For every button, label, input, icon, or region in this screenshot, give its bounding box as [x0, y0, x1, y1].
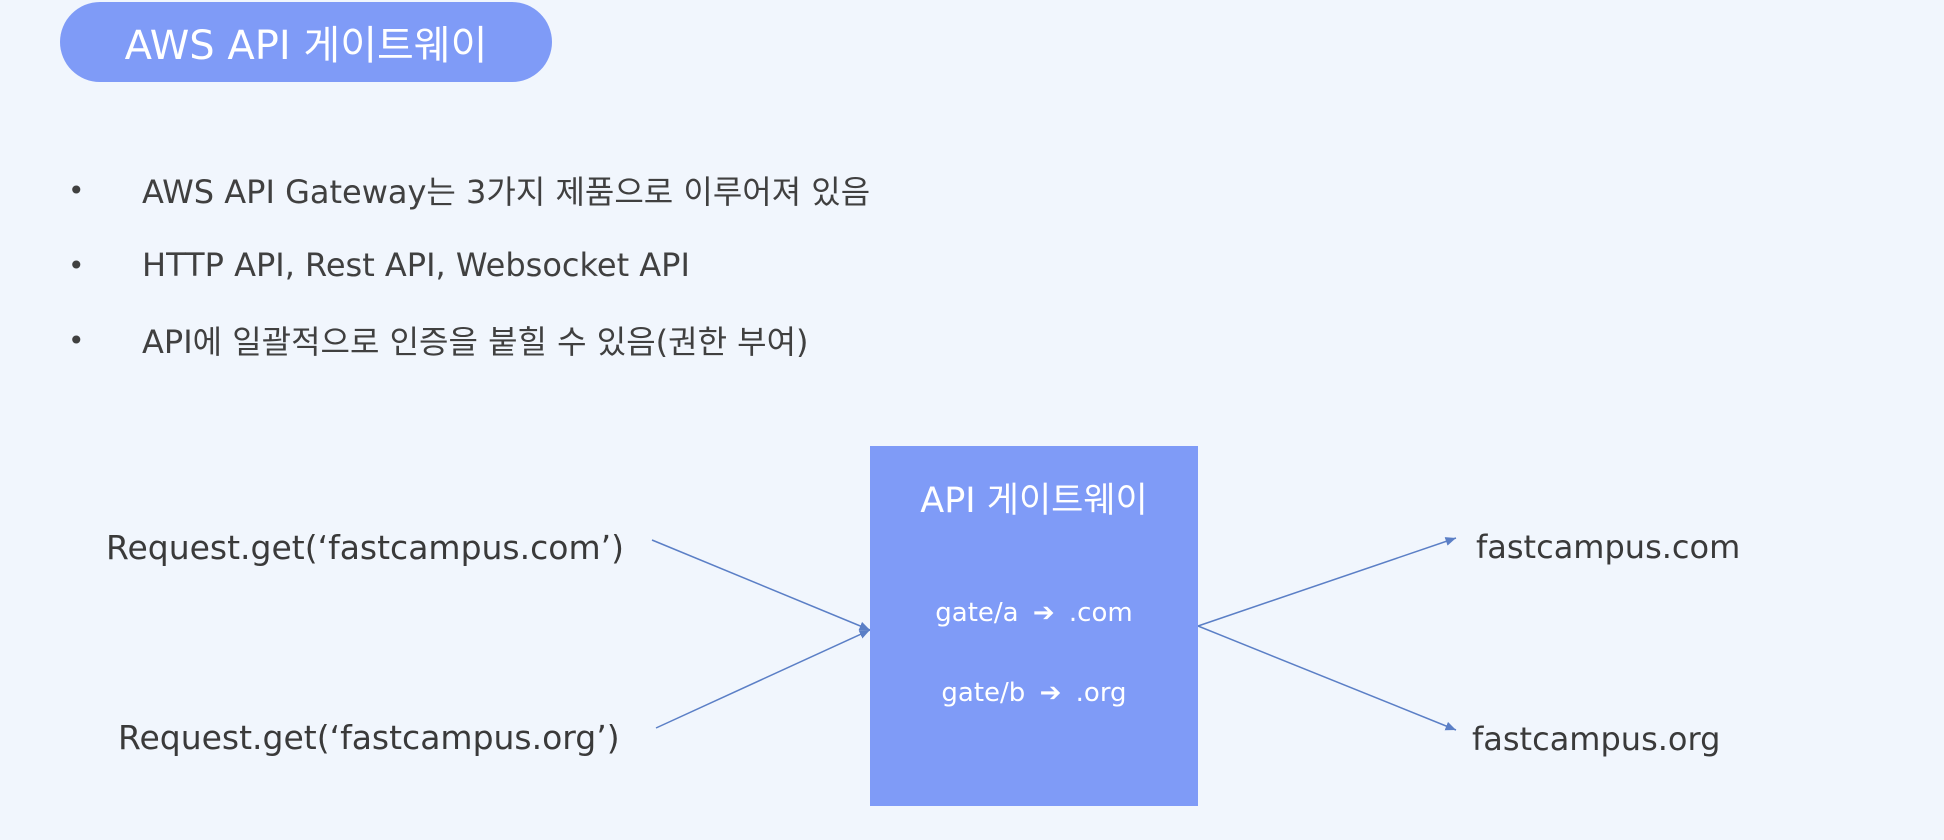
api-gateway-box: API 게이트웨이 gate/a ➔ .com gate/b ➔ .org: [870, 446, 1198, 806]
bullet-text: API에 일괄적으로 인증을 붙힐 수 있음(권한 부여): [142, 323, 809, 361]
destination-com-label: fastcampus.com: [1476, 528, 1741, 566]
route-a-target: .com: [1068, 598, 1133, 628]
bullet-marker: •: [68, 323, 85, 357]
right-arrow-icon: ➔: [1032, 598, 1055, 628]
route-b-path: gate/b: [941, 678, 1026, 708]
slide-title: AWS API 게이트웨이: [60, 2, 552, 82]
bullet-text: HTTP API, Rest API, Websocket API: [142, 246, 690, 284]
bullet-marker: •: [68, 248, 85, 282]
route-b: gate/b ➔ .org: [870, 678, 1198, 708]
request-com-label: Request.get(‘fastcampus.com’): [106, 528, 624, 567]
bullet-marker: •: [68, 173, 85, 207]
request-com-to-gateway-line: [651, 539, 871, 631]
route-a-path: gate/a: [935, 598, 1019, 628]
bullet-item: • HTTP API, Rest API, Websocket API: [68, 240, 690, 290]
request-org-label: Request.get(‘fastcampus.org’): [118, 718, 620, 757]
slide-title-text: AWS API 게이트웨이: [124, 23, 488, 69]
gateway-to-org-line: [1197, 625, 1457, 731]
gateway-title: API 게이트웨이: [920, 481, 1148, 521]
bullet-item: • API에 일괄적으로 인증을 붙힐 수 있음(권한 부여): [68, 315, 809, 365]
request-org-to-gateway-line: [655, 629, 871, 729]
route-b-target: .org: [1075, 678, 1127, 708]
destination-org-label: fastcampus.org: [1472, 720, 1721, 758]
gateway-to-com-line: [1197, 537, 1457, 627]
bullet-text: AWS API Gateway는 3가지 제품으로 이루어져 있음: [142, 173, 871, 211]
right-arrow-icon: ➔: [1039, 678, 1062, 708]
bullet-item: • AWS API Gateway는 3가지 제품으로 이루어져 있음: [68, 165, 870, 215]
route-a: gate/a ➔ .com: [870, 598, 1198, 628]
